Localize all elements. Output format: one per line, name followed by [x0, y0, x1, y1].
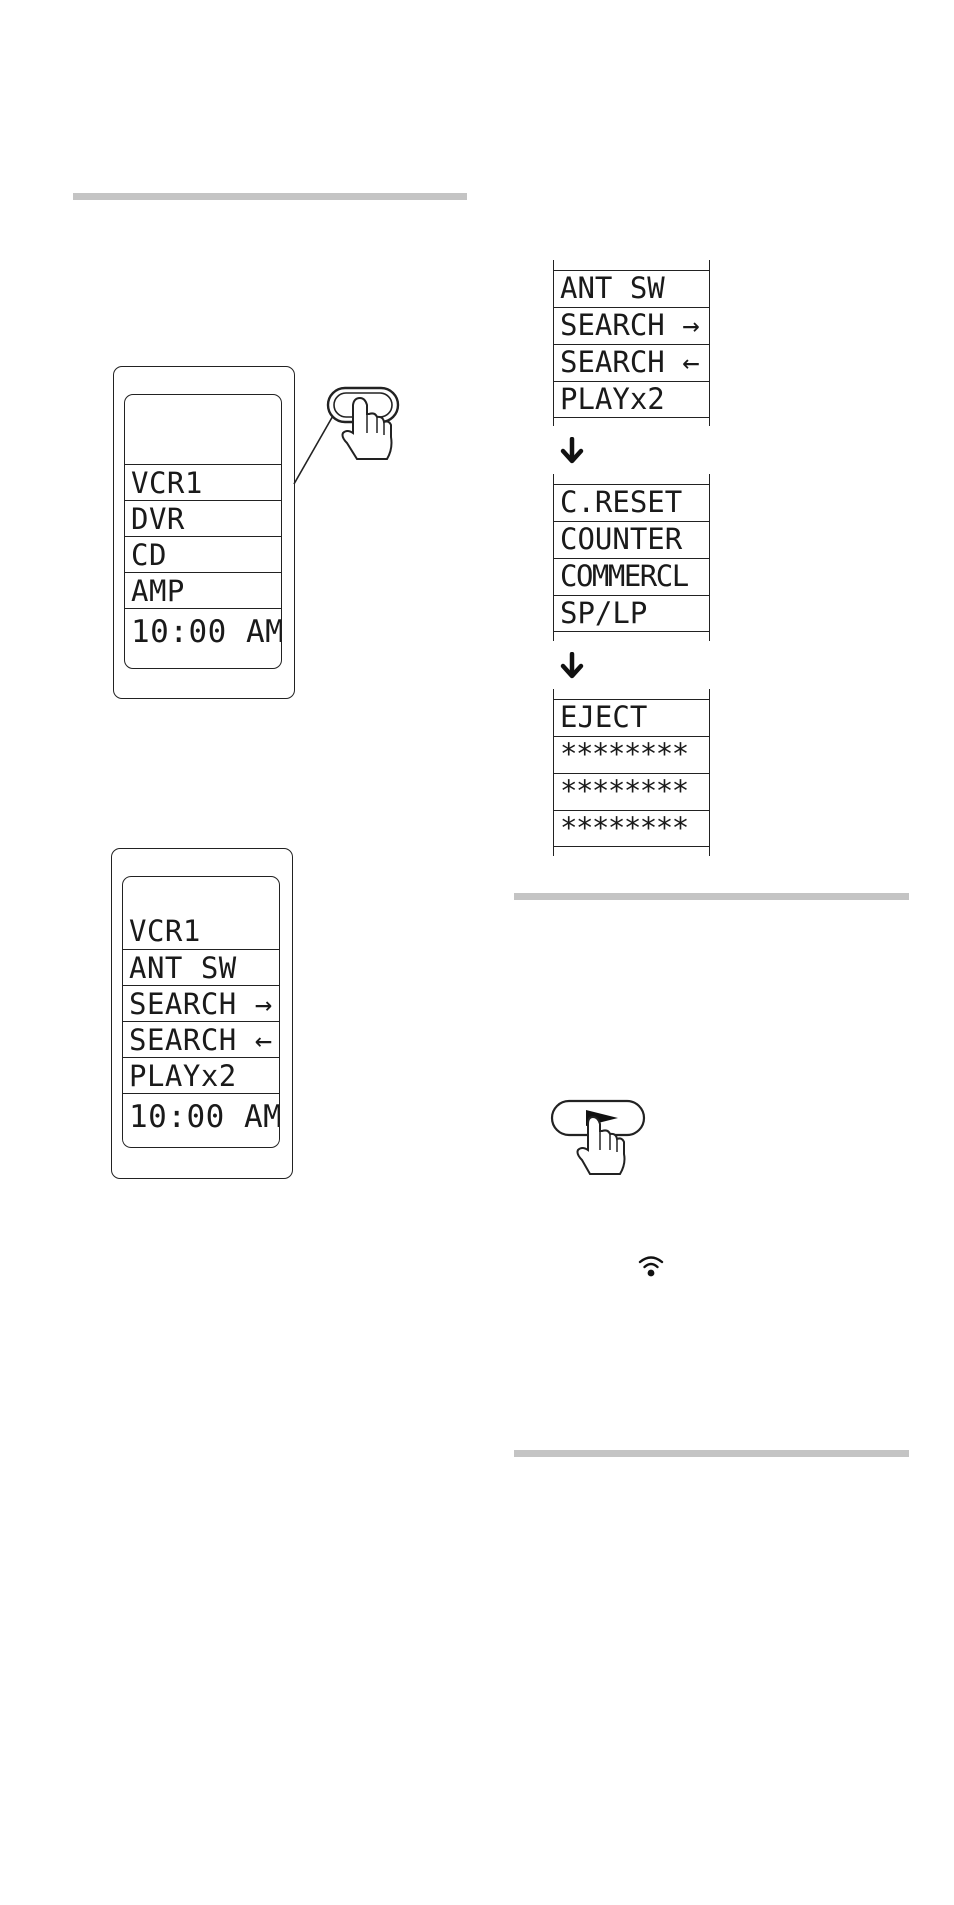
- leader-line: [293, 413, 335, 485]
- down-arrow-icon: [560, 437, 584, 464]
- menu-item: C.RESET: [554, 484, 709, 521]
- lcd-blank-area: [125, 395, 281, 464]
- transmit-signal-icon: [638, 1256, 664, 1277]
- lcd-menu-row: SEARCH ←: [123, 1021, 279, 1057]
- lcd-device-title: VCR1: [129, 914, 201, 948]
- lcd-menu-row: PLAYx2: [123, 1057, 279, 1093]
- section-rule-lower-right: [514, 1450, 909, 1457]
- lcd-menu-row: SEARCH →: [123, 985, 279, 1021]
- lcd-device-row: AMP: [125, 572, 281, 608]
- menu-item: ********: [554, 810, 709, 847]
- menu-item: ********: [554, 736, 709, 773]
- menu-page-2: C.RESET COUNTER COMMERCL SP/LP: [553, 474, 710, 641]
- section-rule-mid-right: [514, 893, 909, 900]
- pressing-finger-icon: [326, 386, 400, 460]
- section-rule-top-left: [73, 193, 467, 200]
- lcd-device-row: DVR: [125, 500, 281, 536]
- menu-item: ********: [554, 773, 709, 810]
- lcd-device-row: VCR1: [125, 464, 281, 500]
- down-arrow-icon: [560, 652, 584, 679]
- play-button-icon: [550, 1099, 646, 1175]
- remote-control-illustration-a: VCR1 DVR CD AMP 10:00 AM: [113, 366, 295, 699]
- menu-item: PLAYx2: [554, 381, 709, 418]
- menu-page-1: ANT SW SEARCH → SEARCH ← PLAYx2: [553, 260, 710, 426]
- remote-control-illustration-b: VCR1 ANT SW SEARCH → SEARCH ← PLAYx2 10:…: [111, 848, 293, 1179]
- remote-lcd-screen-a: VCR1 DVR CD AMP 10:00 AM: [124, 394, 282, 669]
- lcd-clock: 10:00 AM: [123, 1093, 279, 1141]
- menu-item: SEARCH →: [554, 307, 709, 344]
- menu-item: SP/LP: [554, 595, 709, 632]
- menu-item: SEARCH ←: [554, 344, 709, 381]
- menu-item: EJECT: [554, 699, 709, 736]
- lcd-clock: 10:00 AM: [125, 608, 281, 656]
- lcd-menu-row: ANT SW: [123, 949, 279, 985]
- menu-item: COUNTER: [554, 521, 709, 558]
- remote-lcd-screen-b: VCR1 ANT SW SEARCH → SEARCH ← PLAYx2 10:…: [122, 876, 280, 1148]
- menu-item: ANT SW: [554, 270, 709, 307]
- lcd-device-row: CD: [125, 536, 281, 572]
- menu-item: COMMERCL: [554, 558, 709, 595]
- menu-page-3: EJECT ******** ******** ********: [553, 689, 710, 856]
